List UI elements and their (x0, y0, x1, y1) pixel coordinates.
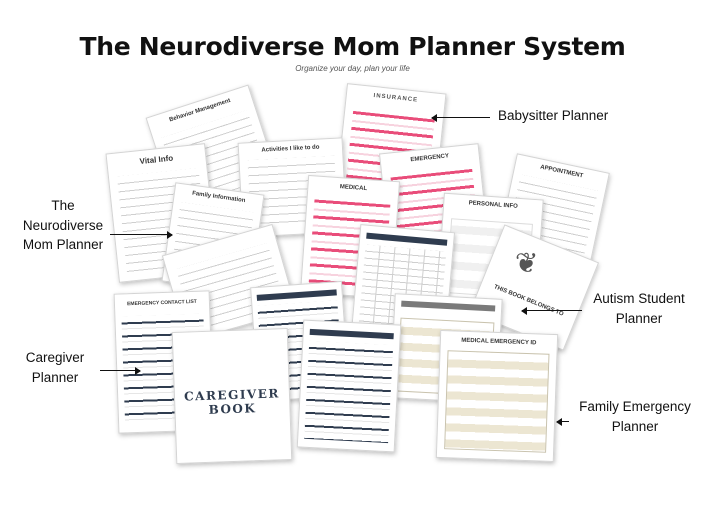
callout-family-line-1: Family Emergency (579, 399, 691, 414)
personal-info-heading: PERSONAL INFO (468, 200, 518, 211)
callout-babysitter-planner: Babysitter Planner (498, 106, 608, 126)
medical-emergency-id-page: MEDICAL EMERGENCY ID (435, 329, 559, 463)
arrow-babysitter (431, 112, 490, 124)
daily-planner-page (296, 319, 402, 453)
arrow-family (556, 416, 569, 428)
medical-emergency-id-heading: MEDICAL EMERGENCY ID (461, 338, 537, 347)
callout-neurodiverse-mom-planner: The Neurodiverse Mom Planner (6, 196, 120, 255)
callout-family-emergency-planner: Family Emergency Planner (570, 397, 700, 436)
log-header-bar (401, 300, 495, 312)
arrow-neurodiverse (110, 229, 173, 241)
callout-neurodiverse-line-1: The (51, 198, 75, 213)
vital-info-heading: Vital Info (139, 153, 174, 167)
callout-family-line-2: Planner (611, 418, 659, 434)
planner-header-bar (257, 289, 337, 301)
medical-heading: MEDICAL (339, 183, 368, 192)
caregiver-book-title: CAREGIVER BOOK (183, 386, 281, 418)
callout-caregiver-planner: Caregiver Planner (10, 348, 100, 387)
daily-rows (303, 341, 394, 444)
arrow-caregiver (100, 365, 141, 377)
page-title: The Neurodiverse Mom Planner System (79, 32, 626, 61)
id-form (444, 350, 550, 454)
caregiver-book-cover: CAREGIVER BOOK (171, 328, 293, 464)
emergency-heading: EMERGENCY (410, 153, 450, 164)
page-subtitle: Organize your day, plan your life (295, 64, 410, 73)
callout-babysitter-text: Babysitter Planner (498, 108, 609, 123)
arrow-autism (521, 305, 582, 317)
insurance-heading: INSURANCE (373, 93, 419, 105)
leaf-icon: ❦ (514, 246, 539, 279)
callout-autism-line-1: Autism Student (593, 291, 685, 306)
callout-autism-line-2: Planner (615, 310, 663, 326)
daily-header-bar (309, 328, 395, 339)
callout-caregiver-line-2: Planner (31, 369, 79, 385)
callout-autism-student-planner: Autism Student Planner (580, 289, 698, 328)
grid-header-bar (365, 232, 448, 246)
emergency-contact-heading: EMERGENCY CONTACT LIST (126, 298, 197, 308)
callout-neurodiverse-line-3: Mom Planner (22, 237, 104, 253)
activities-heading: Activities I like to do (261, 144, 320, 154)
callout-neurodiverse-line-2: Neurodiverse (22, 217, 104, 233)
callout-caregiver-line-1: Caregiver (25, 350, 85, 365)
